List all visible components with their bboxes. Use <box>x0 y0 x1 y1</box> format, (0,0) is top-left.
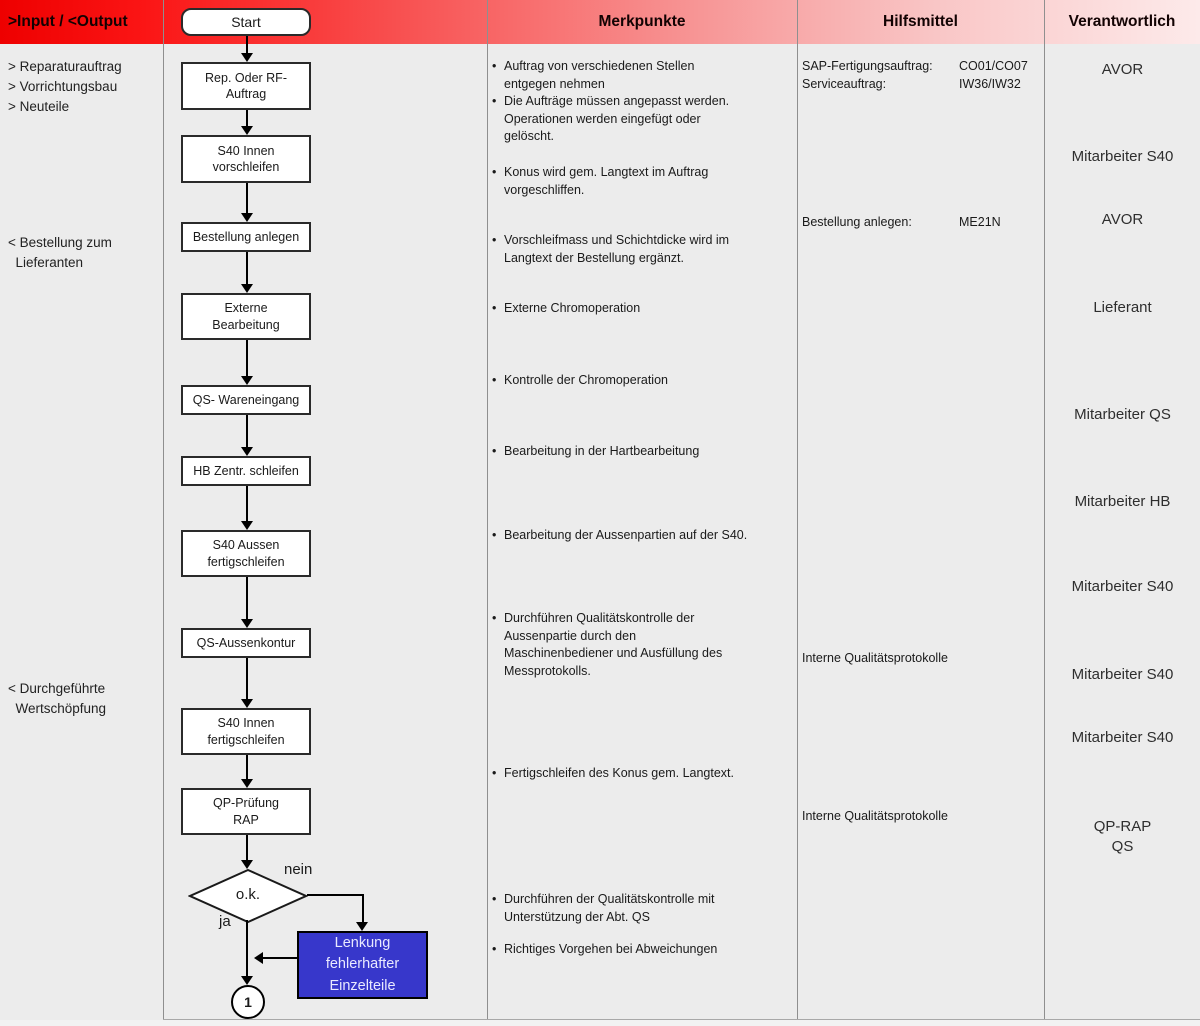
flow-arrow <box>246 183 248 213</box>
flow-arrow <box>246 755 248 779</box>
flow-arrow <box>246 415 248 447</box>
responsible-item: Mitarbeiter S40 <box>1071 729 1174 746</box>
responsible-item: QP-RAP QS <box>1093 818 1152 855</box>
arrow-down-icon <box>241 126 253 135</box>
merkpunkt-item: Bearbeitung in der Hartbearbeitung <box>491 443 802 461</box>
hilfsmittel-label: Serviceauftrag: <box>802 77 887 91</box>
flow-arrow <box>246 36 248 53</box>
merkpunkt-item: Konus wird gem. Langtext im Auftrag vorg… <box>491 164 802 199</box>
hilfsmittel-item: Serviceauftrag: IW36/IW32 <box>802 76 1040 93</box>
flow-arrow <box>246 110 248 126</box>
arrow-down-icon <box>241 699 253 708</box>
arrow-left-icon <box>254 952 263 964</box>
merkpunkt-item: Bearbeitung der Aussenpartien auf der S4… <box>491 527 802 545</box>
bottom-strip <box>0 1020 1200 1026</box>
merkpunkt-item: Externe Chromoperation <box>491 300 802 318</box>
io-item-wertschoepfung: < Durchgeführte Wertschöpfung <box>8 681 107 716</box>
hilfsmittel-label: Bestellung anlegen: <box>802 215 912 229</box>
responsible-item: Mitarbeiter S40 <box>1071 666 1174 683</box>
arrow-down-icon <box>241 521 253 530</box>
hilfsmittel-item: Interne Qualitätsprotokolle <box>802 808 1040 825</box>
hilfsmittel-value: IW36/IW32 <box>959 77 1021 91</box>
arrow-down-icon <box>241 53 253 62</box>
hilfsmittel-value: ME21N <box>959 215 1001 229</box>
header-hilfsmittel: Hilfsmittel <box>883 13 958 30</box>
hilfsmittel-item: Interne Qualitätsprotokolle <box>802 650 1040 667</box>
flow-step-s40-innen-vorschleifen: S40 Innen vorschleifen <box>181 135 311 183</box>
column-divider <box>797 0 798 1020</box>
responsible-item: Mitarbeiter QS <box>1074 406 1171 423</box>
flow-arrow <box>246 577 248 619</box>
hilfsmittel-item: Bestellung anlegen: ME21N <box>802 214 1040 231</box>
table-bottom-border <box>163 1019 1200 1020</box>
arrow-down-icon <box>241 779 253 788</box>
column-divider <box>487 0 488 1020</box>
column-divider <box>163 0 164 1020</box>
merkpunkt-item: Durchführen der Qualitätskontrolle mit U… <box>491 891 802 926</box>
flow-step-qp-pruefung-rap: QP-Prüfung RAP <box>181 788 311 835</box>
flow-step-s40-aussen-fertigschleifen: S40 Aussen fertigschleifen <box>181 530 311 577</box>
responsible-item: Mitarbeiter S40 <box>1071 148 1174 165</box>
hilfsmittel-label: Interne Qualitätsprotokolle <box>802 651 948 665</box>
flow-arrow <box>246 835 248 860</box>
flow-step-qs-wareneingang: QS- Wareneingang <box>181 385 311 415</box>
column-divider <box>1044 0 1045 1020</box>
merkpunkt-item: Durchführen Qualitätskontrolle der Ausse… <box>491 610 802 680</box>
arrow-down-icon <box>356 922 368 931</box>
flow-branch-line <box>307 894 364 896</box>
flow-start-node: Start <box>181 8 311 36</box>
flow-step-externe-bearbeitung: Externe Bearbeitung <box>181 293 311 340</box>
flow-return-line <box>262 957 297 959</box>
header-input-output: >Input / <Output <box>8 13 128 30</box>
branch-label-no: nein <box>284 861 313 878</box>
flow-branch-line <box>362 894 364 922</box>
arrow-down-icon <box>241 860 253 869</box>
arrow-down-icon <box>241 976 253 985</box>
hilfsmittel-label: Interne Qualitätsprotokolle <box>802 809 948 823</box>
io-item-bestellung: < Bestellung zum Lieferanten <box>8 235 112 270</box>
responsible-item: Mitarbeiter HB <box>1074 493 1171 510</box>
hilfsmittel-value: CO01/CO07 <box>959 59 1028 73</box>
arrow-down-icon <box>241 447 253 456</box>
merkpunkt-item: Kontrolle der Chromoperation <box>491 372 802 390</box>
hilfsmittel-item: SAP-Fertigungsauftrag: CO01/CO07 <box>802 58 1040 75</box>
flow-step-qs-aussenkontur: QS-Aussenkontur <box>181 628 311 658</box>
responsible-item: Mitarbeiter S40 <box>1071 578 1174 595</box>
decision-label: o.k. <box>235 886 261 903</box>
merkpunkt-item: Vorschleifmass und Schichtdicke wird im … <box>491 232 802 267</box>
header-verantwortlich: Verantwortlich <box>1068 13 1176 30</box>
decision-diamond <box>187 868 309 924</box>
hilfsmittel-label: SAP-Fertigungsauftrag: <box>802 59 933 73</box>
arrow-down-icon <box>241 376 253 385</box>
flow-step-rep-rf-auftrag: Rep. Oder RF- Auftrag <box>181 62 311 110</box>
flow-arrow <box>246 252 248 284</box>
merkpunkt-item: Die Aufträge müssen angepasst werden. Op… <box>491 93 802 146</box>
flow-step-hb-zentr-schleifen: HB Zentr. schleifen <box>181 456 311 486</box>
responsible-item: AVOR <box>1101 211 1144 228</box>
branch-label-yes: ja <box>219 913 231 930</box>
responsible-item: AVOR <box>1101 61 1144 78</box>
merkpunkt-item: Auftrag von verschiedenen Stellen entgeg… <box>491 58 802 93</box>
header-merkpunkte: Merkpunkte <box>598 13 686 30</box>
flow-arrow <box>246 486 248 521</box>
flow-branch-line <box>246 920 248 976</box>
decision-diamond-shape <box>187 868 309 924</box>
merkpunkt-item: Richtiges Vorgehen bei Abweichungen <box>491 941 802 959</box>
arrow-down-icon <box>241 213 253 222</box>
merkpunkt-item: Fertigschleifen des Konus gem. Langtext. <box>491 765 802 783</box>
flow-arrow <box>246 340 248 376</box>
arrow-down-icon <box>241 619 253 628</box>
connector-circle: 1 <box>231 985 265 1019</box>
responsible-item: Lieferant <box>1093 299 1152 316</box>
flow-step-bestellung-anlegen: Bestellung anlegen <box>181 222 311 252</box>
flow-arrow <box>246 658 248 699</box>
flow-step-s40-innen-fertigschleifen: S40 Innen fertigschleifen <box>181 708 311 755</box>
arrow-down-icon <box>241 284 253 293</box>
error-handling-box: Lenkung fehlerhafter Einzelteile <box>297 931 428 999</box>
io-item-inputs: > Reparaturauftrag > Vorrichtungsbau > N… <box>8 59 122 114</box>
